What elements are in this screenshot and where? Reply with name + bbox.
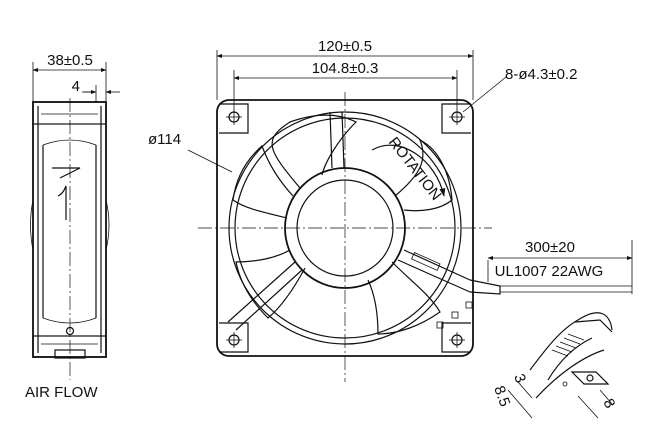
lead-length-dimension: 300±20 [525,239,575,256]
lead-wire [469,279,501,295]
frame-width-dimension: 120±0.5 [318,38,372,55]
depth-dimension: 38±0.5 [47,52,93,69]
struts [227,111,471,331]
side-view: 38±0.5 4 AIR FLOW [25,52,120,401]
detail-8-label: 8 [599,396,618,411]
detail-8-5-label: 8.5 [490,384,513,409]
wire-strip-detail: 3 8.5 8 [490,312,618,419]
fan-blades [232,114,453,335]
flange-dimension: 4 [72,78,80,95]
detail-3-label: 3 [510,372,529,386]
air-flow-label: AIR FLOW [25,384,98,401]
rotation-arrow-icon [371,144,446,197]
mount-holes-label: 8-ø4.3±0.2 [505,66,577,83]
front-view: 120±0.5 104.8±0.3 [148,38,633,382]
wire-spec-label: UL1007 22AWG [495,263,604,280]
airflow-arrow-icon [52,167,81,179]
hole-spacing-dimension: 104.8±0.3 [312,60,379,77]
venturi-diameter-label: ø114 [148,131,181,148]
